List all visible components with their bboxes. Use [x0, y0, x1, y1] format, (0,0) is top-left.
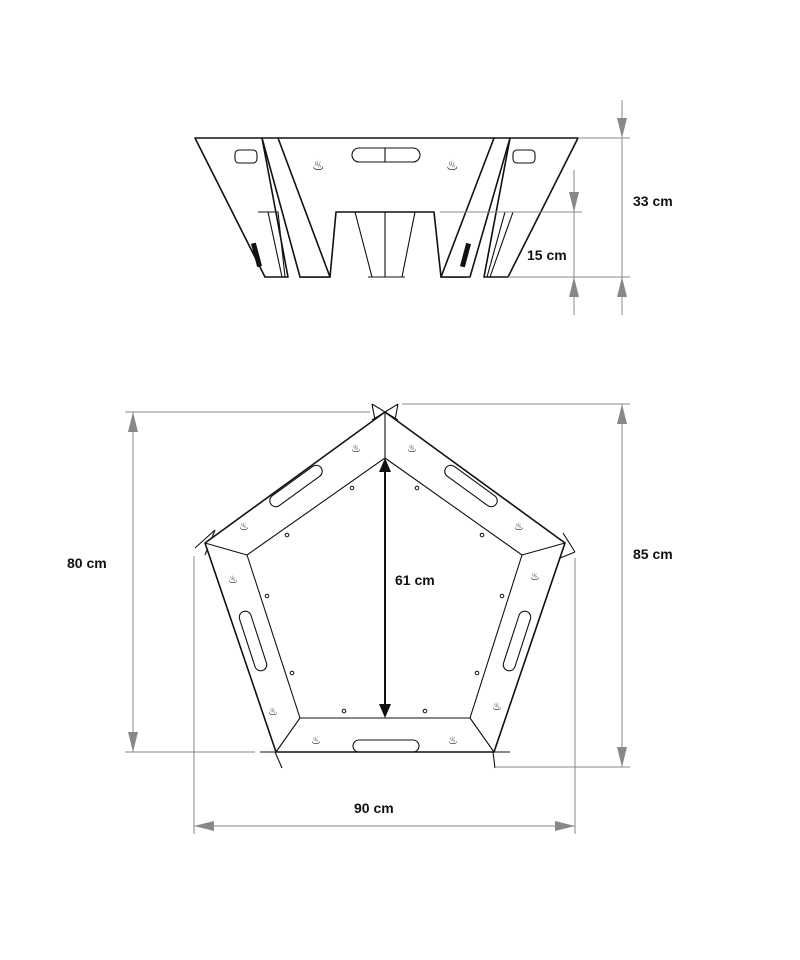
svg-text:♨: ♨ [514, 521, 524, 533]
side-view-dimensions: 33 cm 15 cm [440, 100, 673, 315]
right-inner-panel [440, 137, 511, 278]
flame-icons: ♨ ♨ ♨ ♨ ♨ ♨ ♨ ♨ ♨ ♨ [228, 443, 540, 747]
handle-slot [269, 464, 323, 508]
svg-text:♨: ♨ [351, 443, 361, 455]
svg-text:♨: ♨ [448, 735, 458, 747]
handle-slot [352, 739, 420, 753]
handle-slot [238, 610, 268, 672]
plan-view-dimensions: 80 cm 85 cm 90 cm [67, 403, 673, 834]
inner-depth-label: 61 cm [395, 572, 435, 588]
bolt-holes [264, 485, 505, 714]
leg-height-label: 15 cm [527, 247, 567, 263]
plan-view: ♨ ♨ ♨ ♨ ♨ ♨ ♨ ♨ ♨ ♨ 61 cm [194, 403, 576, 769]
svg-text:♨: ♨ [228, 574, 238, 586]
flame-icon: ♨ [312, 157, 325, 173]
svg-text:♨: ♨ [239, 521, 249, 533]
left-side-panel [194, 137, 289, 278]
height-right-label: 85 cm [633, 546, 673, 562]
handle-slot [351, 147, 421, 163]
handle-slot [502, 610, 532, 672]
svg-text:♨: ♨ [492, 701, 502, 713]
svg-text:♨: ♨ [530, 571, 540, 583]
left-inner-panel [261, 137, 331, 278]
svg-text:♨: ♨ [268, 706, 278, 718]
total-height-label: 33 cm [633, 193, 673, 209]
handle-slot [444, 464, 498, 508]
height-left-label: 80 cm [67, 555, 107, 571]
width-label: 90 cm [354, 800, 394, 816]
svg-text:♨: ♨ [407, 443, 417, 455]
svg-text:♨: ♨ [311, 735, 321, 747]
flame-icon: ♨ [446, 157, 459, 173]
side-view: ♨ ♨ [194, 137, 579, 278]
logo-mark [459, 242, 472, 268]
logo-mark [250, 242, 263, 268]
